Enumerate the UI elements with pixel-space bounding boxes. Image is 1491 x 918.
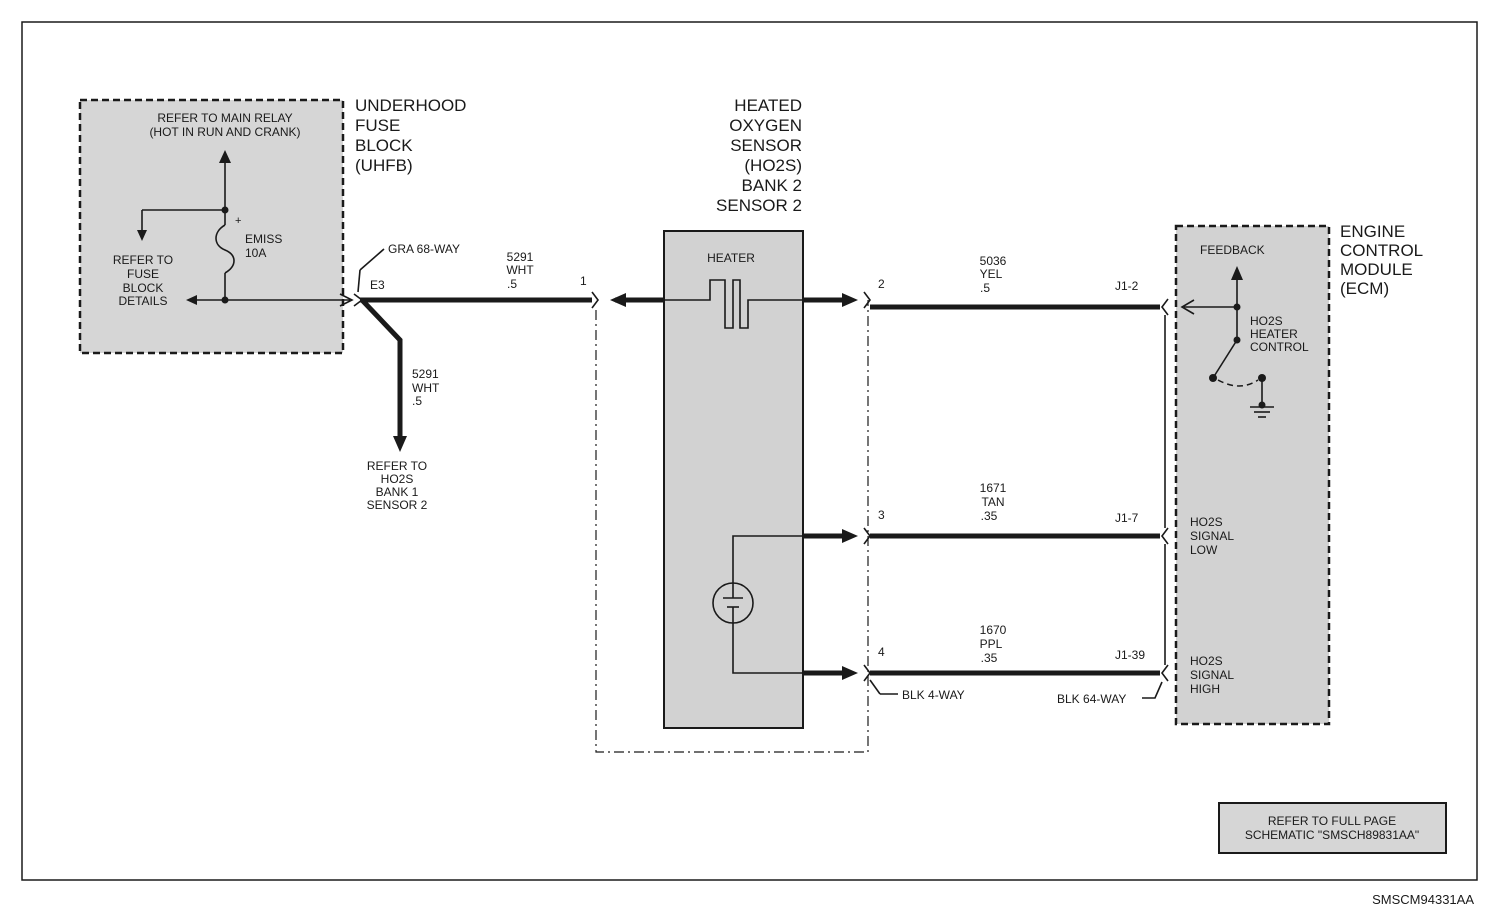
signal-low-2: SIGNAL	[1190, 529, 1234, 543]
e3-label: E3	[370, 278, 385, 292]
figure-id: SMSCM94331AA	[1372, 892, 1474, 907]
heater-control-2: HEATER	[1250, 327, 1298, 341]
sensor-title-5: BANK 2	[742, 176, 802, 195]
uhfb-title-2: FUSE	[355, 116, 400, 135]
full-page-note-1: REFER TO FULL PAGE	[1268, 814, 1396, 828]
uhfb-title-1: UNDERHOOD	[355, 96, 466, 115]
wire-5036-num: 5036	[980, 254, 1007, 268]
full-page-note-box	[1218, 802, 1447, 854]
sensor-title-2: OXYGEN	[729, 116, 802, 135]
refer-bank1-3: BANK 1	[376, 485, 419, 499]
wire-1670-color: PPL	[980, 637, 1003, 651]
sensor-connector-outline	[595, 300, 869, 753]
fuse-label-name: EMISS	[245, 232, 282, 246]
signal-high-1: HO2S	[1190, 654, 1223, 668]
fuse-icon	[215, 224, 235, 274]
ground-icon	[1250, 406, 1274, 418]
feedback-arrow-icon	[1231, 266, 1243, 280]
heater-control-1: HO2S	[1250, 314, 1283, 328]
wire-5291-top-size: .5	[507, 277, 517, 291]
refer-bank1-2: HO2S	[381, 472, 414, 486]
blk-64way-label: BLK 64-WAY	[1057, 692, 1126, 706]
fuse-label-rating: 10A	[245, 246, 266, 260]
wire-5291-down	[360, 298, 403, 440]
pin-4-label: 4	[878, 645, 885, 659]
wire-5291-top-num: 5291	[507, 250, 534, 264]
ecm-feedback-label: FEEDBACK	[1200, 243, 1265, 257]
refer-bank1-4: SENSOR 2	[367, 498, 428, 512]
heater-element-icon	[664, 279, 803, 329]
ecm-pin-j1-7: J1-7	[1115, 511, 1139, 525]
wire-1670-num: 1670	[980, 623, 1007, 637]
blk-4way-label: BLK 4-WAY	[902, 688, 965, 702]
relay-note-line1: REFER TO MAIN RELAY	[157, 111, 292, 125]
wire-5291-down-size: .5	[412, 394, 422, 408]
ecm-title-4: (ECM)	[1340, 279, 1389, 298]
ecm-title-2: CONTROL	[1340, 241, 1423, 260]
uhfb-title-4: (UHFB)	[355, 156, 413, 175]
sensor-title-4: (HO2S)	[744, 156, 802, 175]
wire-5291-top-color: WHT	[506, 263, 534, 277]
wire-1671-size: .35	[981, 509, 998, 523]
pin-2-label: 2	[878, 277, 885, 291]
gra-connector-label: GRA 68-WAY	[388, 242, 460, 256]
sensor-title-1: HEATED	[734, 96, 802, 115]
fuse-block-note-3: BLOCK	[123, 281, 164, 295]
refer-bank1-1: REFER TO	[367, 459, 427, 473]
wire-5291-down-num: 5291	[412, 367, 439, 381]
down-arrow-icon	[137, 230, 147, 241]
signal-high-3: HIGH	[1190, 682, 1220, 696]
signal-low-3: LOW	[1190, 543, 1218, 557]
fuse-block-note-1: REFER TO	[113, 253, 173, 267]
wire-5291-down-color: WHT	[412, 381, 440, 395]
signal-high-2: SIGNAL	[1190, 668, 1234, 682]
fuse-plus: +	[235, 215, 241, 227]
signal-low-1: HO2S	[1190, 515, 1223, 529]
heater-control-switch-icon	[1212, 339, 1238, 379]
fuse-block-note-4: DETAILS	[118, 294, 167, 308]
ecm-box	[1174, 224, 1331, 726]
left-arrow-icon	[186, 295, 197, 305]
ecm-pin-j1-2: J1-2	[1115, 279, 1139, 293]
relay-note-line2: (HOT IN RUN AND CRANK)	[149, 125, 300, 139]
ecm-title-1: ENGINE	[1340, 222, 1405, 241]
wire-1670-size: .35	[981, 651, 998, 665]
pin-1-label: 1	[580, 274, 587, 288]
wire-1671-color: TAN	[981, 495, 1004, 509]
pin-3-label: 3	[878, 508, 885, 522]
outer-frame	[21, 21, 1478, 881]
wire-5036-size: .5	[980, 281, 990, 295]
uhfb-box: REFER TO MAIN RELAY (HOT IN RUN AND CRAN…	[78, 98, 354, 355]
full-page-note-2: SCHEMATIC "SMSCH89831AA"	[1245, 828, 1419, 842]
heater-label: HEATER	[707, 251, 755, 265]
sensor-title-6: SENSOR 2	[716, 196, 802, 215]
fuse-block-note-2: FUSE	[127, 267, 159, 281]
uhfb-title-3: BLOCK	[355, 136, 413, 155]
up-arrow-icon	[219, 150, 231, 163]
sensor-title-3: SENSOR	[730, 136, 802, 155]
wire-5036-color: YEL	[980, 267, 1003, 281]
wire-1671-num: 1671	[980, 481, 1007, 495]
ecm-pin-j1-39: J1-39	[1115, 648, 1145, 662]
ecm-title-3: MODULE	[1340, 260, 1413, 279]
heater-control-3: CONTROL	[1250, 340, 1309, 354]
